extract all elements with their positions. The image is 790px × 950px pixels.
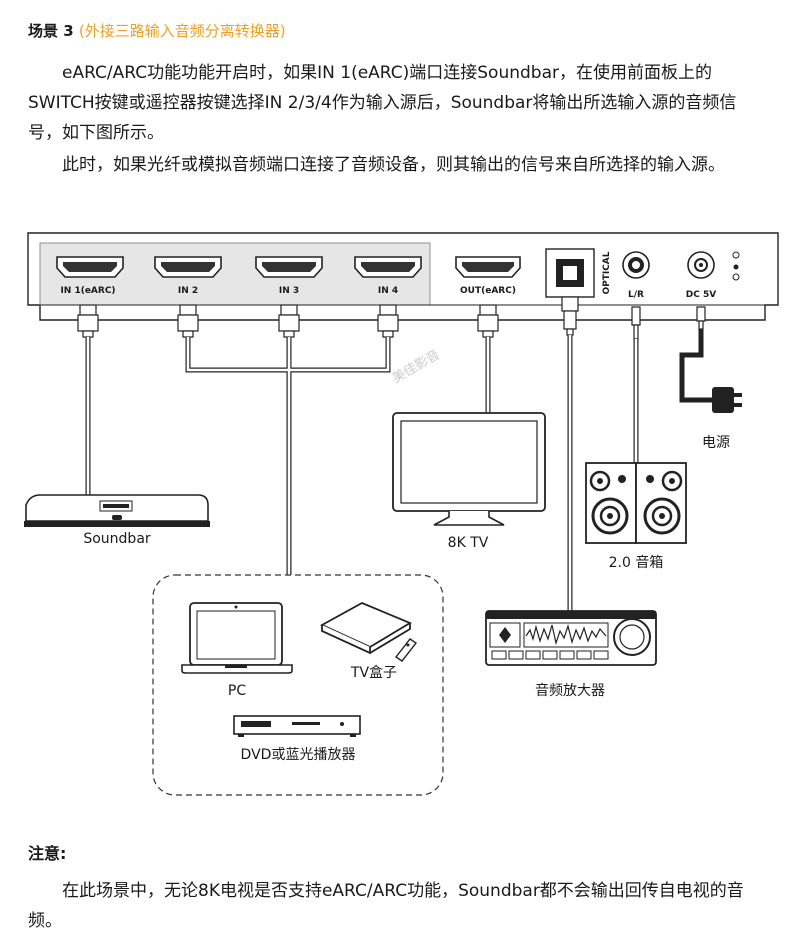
watermark-text: 美佳影音 (389, 347, 442, 387)
paragraph-2: 此时，如果光纤或模拟音频端口连接了音频设备，则其输出的信号来自所选择的输入源。 (28, 150, 768, 180)
device-label-tv: 8K TV (448, 535, 489, 551)
port-label-out: OUT(eARC) (460, 286, 516, 296)
tvbox-device (319, 602, 418, 662)
device-label-pc: PC (228, 683, 246, 699)
port-label-in3: IN 3 (279, 286, 299, 296)
section-heading-prefix: 场景 3 (28, 22, 74, 40)
hdmi-port-in4 (354, 256, 422, 278)
port-label-optical: OPTICAL (602, 251, 612, 294)
dc-power-jack (687, 251, 740, 281)
power-adapter (712, 387, 742, 413)
hdmi-port-in2 (154, 256, 222, 278)
lr-audio-jack (622, 251, 650, 279)
source-devices-group (152, 574, 444, 796)
optical-port (545, 248, 595, 298)
dvd-device (233, 715, 361, 737)
device-label-power: 电源 (702, 435, 730, 451)
device-label-speakers: 2.0 音箱 (609, 554, 664, 571)
port-label-lr: L/R (628, 290, 644, 300)
port-label-in1: IN 1(eARC) (60, 286, 115, 296)
cables-inner (86, 335, 638, 611)
device-label-dvd: DVD或蓝光播放器 (241, 747, 356, 763)
paragraph-1-text: eARC/ARC功能功能开启时，如果IN 1(eARC)端口连接Soundbar… (28, 63, 737, 143)
device-label-soundbar: Soundbar (83, 531, 151, 547)
soundbar-device (24, 494, 210, 527)
paragraph-1: eARC/ARC功能功能开启时，如果IN 1(eARC)端口连接Soundbar… (28, 58, 768, 148)
section-heading: 场景 3 (外接三路输入音频分离转换器) (28, 20, 286, 41)
device-label-amplifier: 音频放大器 (535, 682, 605, 699)
connection-diagram: IN 1(eARC) IN 2 IN 3 IN 4 OUT(eARC) OPTI… (24, 232, 779, 796)
port-label-in2: IN 2 (178, 286, 198, 296)
paragraph-2-text: 此时，如果光纤或模拟音频端口连接了音频设备，则其输出的信号来自所选择的输入源。 (62, 155, 725, 175)
hdmi-port-in1 (56, 256, 124, 278)
section-heading-subtitle: (外接三路输入音频分离转换器) (78, 22, 286, 40)
port-label-in4: IN 4 (378, 286, 398, 296)
amplifier-device (485, 610, 657, 666)
note-text: 在此场景中，无论8K电视是否支持eARC/ARC功能，Soundbar都不会输出… (28, 881, 744, 931)
pc-device (181, 602, 293, 674)
note-paragraph: 在此场景中，无论8K电视是否支持eARC/ARC功能，Soundbar都不会输出… (28, 876, 768, 936)
port-label-dc: DC 5V (686, 290, 716, 300)
device-label-tvbox: TV盒子 (350, 664, 397, 681)
hdmi-port-in3 (255, 256, 323, 278)
speakers-device (585, 462, 687, 544)
tv-device (392, 412, 546, 526)
hdmi-port-out (455, 256, 521, 278)
note-title: 注意: (28, 844, 67, 863)
